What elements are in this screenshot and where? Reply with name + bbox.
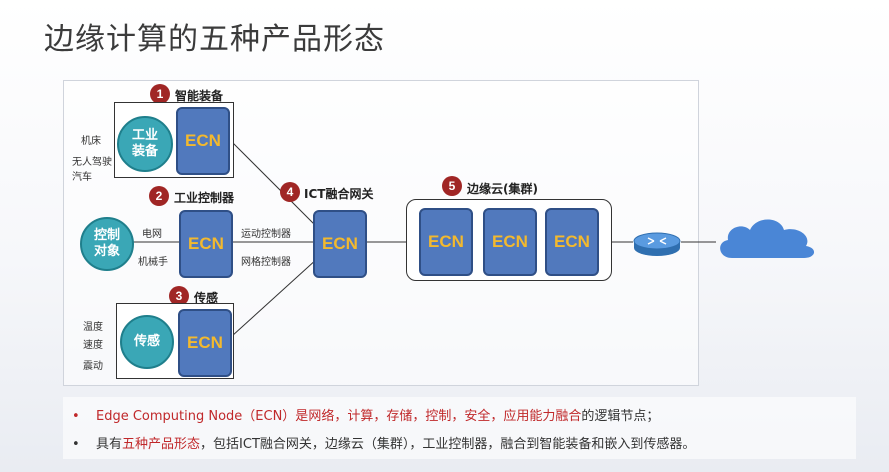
bullet-2: • 具有五种产品形态，包括ICT融合网关，边缘云（集群），工业控制器，融合到智能装…	[72, 433, 695, 452]
form-2-badge: 2	[149, 186, 169, 206]
label-temperature: 温度	[83, 322, 103, 333]
bullet-2-part-1: 具有	[96, 437, 123, 452]
sensor-circle: 传感	[120, 315, 174, 369]
bullet-2-dot: •	[72, 437, 80, 452]
bullet-1-dot: •	[72, 409, 80, 424]
summary-panel	[63, 397, 856, 459]
form-3-badge: 3	[169, 286, 189, 306]
form-3-title: 传感	[194, 291, 219, 305]
label-autonomous-car: 无人驾驶 汽车	[72, 157, 112, 183]
label-power-grid: 电网	[142, 229, 162, 240]
control-object-circle: 控制 对象	[80, 217, 134, 271]
label-motion-controller: 运动控制器	[241, 229, 291, 240]
label-robot-arm: 机械手	[138, 257, 168, 268]
bullet-1-part-1: Edge Computing Node（ECN）是	[96, 409, 309, 424]
router-icon	[633, 232, 681, 256]
ecn-node-gateway: ECN	[313, 210, 367, 278]
slide-title: 边缘计算的五种产品形态	[44, 22, 385, 57]
ecn-node-cluster-3: ECN	[545, 208, 599, 276]
ecn-node-controller: ECN	[179, 210, 233, 278]
ecn-node-sensor: ECN	[178, 309, 232, 377]
form-5-title: 边缘云(集群)	[467, 182, 538, 196]
industrial-equipment-circle: 工业 装备	[117, 116, 173, 172]
label-vibration: 震动	[83, 361, 103, 372]
label-speed: 速度	[83, 340, 103, 351]
label-machine-tool: 机床	[81, 136, 101, 147]
bullet-1-part-3: 的逻辑节点；	[581, 409, 660, 424]
form-4-badge: 4	[280, 182, 300, 202]
ecn-node-equipment: ECN	[176, 107, 230, 175]
form-1-badge: 1	[150, 84, 170, 104]
ecn-node-cluster-1: ECN	[419, 208, 473, 276]
form-2-title: 工业控制器	[174, 191, 235, 205]
bullet-1-part-2: 网络，计算，存储，控制，安全，应用能力融合	[308, 409, 582, 424]
bullet-2-part-3: ，包括ICT融合网关，边缘云（集群），工业控制器，融合到智能装备和嵌入到传感器。	[200, 437, 696, 452]
ecn-node-cluster-2: ECN	[483, 208, 537, 276]
form-5-badge: 5	[442, 176, 462, 196]
form-1-title: 智能装备	[175, 89, 224, 103]
label-grid-controller: 网格控制器	[241, 257, 291, 268]
cloud-icon	[720, 219, 815, 258]
bullet-1: • Edge Computing Node（ECN）是网络，计算，存储，控制，安全…	[72, 405, 659, 424]
form-4-title: ICT融合网关	[304, 187, 374, 201]
bullet-2-part-2: 五种产品形态	[122, 437, 201, 452]
